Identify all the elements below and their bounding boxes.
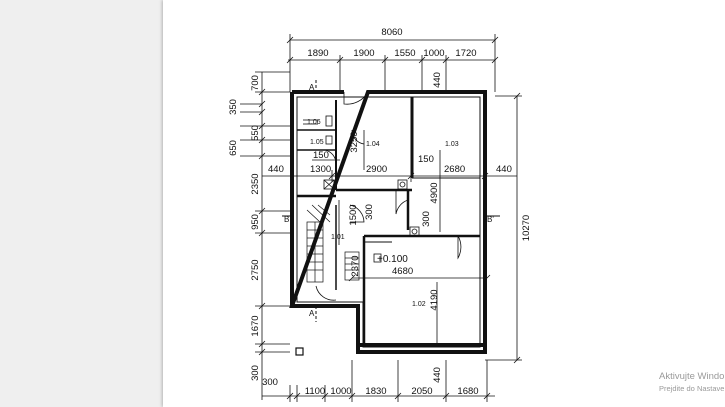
dim-interior: 4900 (429, 182, 440, 203)
dim-interior: 150 (313, 150, 329, 161)
shaft-marker (323, 179, 335, 190)
dim-left: 950 (250, 214, 261, 230)
section-label-a-bottom: A (309, 309, 315, 318)
dim-bottom-seg: 300 (262, 377, 278, 388)
dim-left: 2750 (250, 259, 261, 280)
dim-left: 2350 (250, 173, 261, 194)
shaft-marker (397, 179, 408, 190)
section-cut-lines (282, 80, 500, 322)
dim-interior: 440 (496, 164, 512, 175)
dim-bottom-small: 440 (432, 367, 443, 383)
section-label-b-right: B' (487, 215, 494, 224)
dim-top-seg: 1720 (455, 48, 476, 59)
dimension-lines (240, 34, 522, 402)
dim-bottom-seg: 1100 (305, 386, 325, 397)
dim-top-seg: 1000 (423, 48, 444, 59)
dim-interior: 3250 (349, 131, 360, 152)
section-label-a-top: A (309, 83, 315, 92)
dim-top-seg: 1550 (394, 48, 415, 59)
drawing-sheet (163, 0, 725, 407)
dim-top-seg: 1890 (307, 48, 328, 59)
door-swings (315, 91, 462, 301)
dim-left: 700 (250, 75, 261, 91)
dim-top-total: 8060 (381, 27, 402, 38)
section-label-b-left: B (284, 215, 289, 224)
dim-interior: 4190 (429, 289, 440, 310)
dim-left: 300 (250, 365, 261, 381)
dim-interior: 300 (364, 204, 375, 220)
dim-interior: 2680 (444, 164, 465, 175)
fixture-box (325, 135, 333, 145)
room-label: 1.06 (307, 119, 321, 126)
fixtures (295, 115, 420, 356)
room-label: 1.04 (366, 141, 380, 148)
north-marker (295, 347, 304, 356)
dim-bottom-seg: 1680 (457, 386, 478, 397)
dim-interior: 300 (421, 211, 432, 227)
dim-interior: 440 (268, 164, 284, 175)
dim-left: 1670 (250, 315, 261, 336)
dim-left: 550 (250, 125, 261, 141)
room-label: 1.03 (445, 141, 459, 148)
dim-right-total: 10270 (521, 215, 532, 241)
dim-interior: 2900 (366, 164, 387, 175)
fixture-box (325, 115, 333, 127)
room-label: 1.01 (331, 234, 345, 241)
room-label: 1.02 (412, 301, 426, 308)
dim-interior: 150 (418, 154, 434, 165)
level-mark: +0.100 (377, 254, 408, 265)
walls (289, 90, 487, 354)
dim-bottom-seg: 2050 (411, 386, 432, 397)
dim-interior: 2370 (350, 255, 361, 276)
dim-top-small: 440 (432, 72, 443, 88)
dim-interior: 1500 (348, 204, 359, 225)
dim-bottom-seg: 1830 (365, 386, 386, 397)
dim-bottom-seg: 1000 (330, 386, 351, 397)
staircase (306, 204, 360, 283)
shaft-marker (409, 226, 420, 237)
room-label: 1.05 (310, 139, 324, 146)
dim-left: 350 (228, 99, 239, 115)
dim-interior: 4680 (392, 266, 413, 277)
dim-top-seg: 1900 (353, 48, 374, 59)
dim-left: 650 (228, 140, 239, 156)
level-marker-box (373, 253, 382, 263)
dim-interior: 1300 (310, 164, 331, 175)
